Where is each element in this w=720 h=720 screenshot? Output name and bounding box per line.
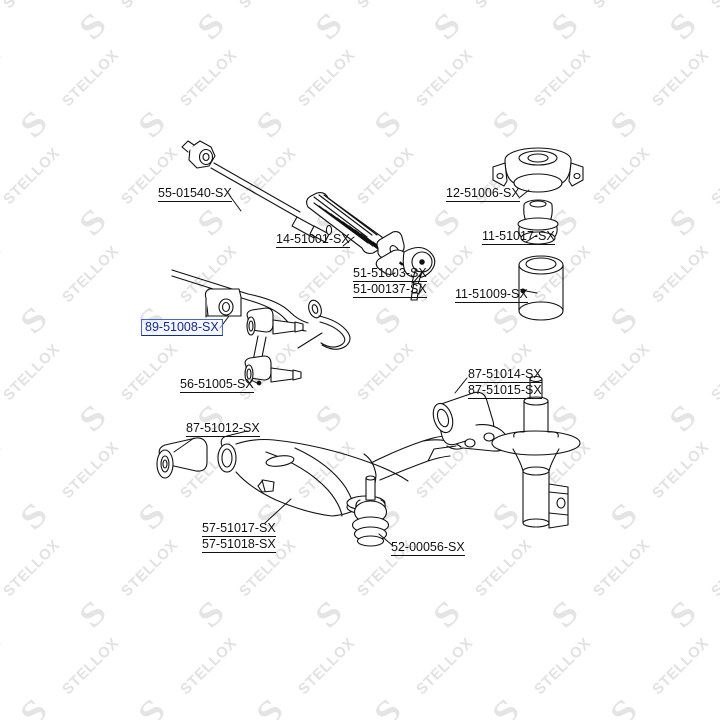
strut-assembly-drawing xyxy=(491,375,581,529)
label-steering-rack-boot[interactable]: 14-51001-SX xyxy=(276,232,350,248)
label-outer-tie-rod-end[interactable]: 51-51003-SX xyxy=(353,266,427,282)
label-group-control-arm: 57-51017-SX 57-51018-SX xyxy=(202,521,276,553)
outer-tie-rod-end-drawing xyxy=(375,246,436,301)
stabilizer-bushing-drawing xyxy=(204,288,242,318)
inner-tie-rod-drawing xyxy=(181,140,333,243)
strut-mount-drawing xyxy=(492,147,584,193)
label-bump-stop[interactable]: 11-51017-SX xyxy=(482,229,555,245)
label-group-outer-tie-rod: 51-51003-SX 51-00137-SX xyxy=(353,266,427,298)
leader-lines xyxy=(173,189,538,546)
label-outer-tie-rod-end-alt[interactable]: 51-00137-SX xyxy=(353,282,427,298)
shock-dust-cover-drawing xyxy=(518,255,564,321)
label-rear-bushing-alt[interactable]: 87-51015-SX xyxy=(468,383,542,399)
ball-joint-drawing xyxy=(351,475,390,547)
steering-rack-boot-drawing xyxy=(305,192,412,271)
label-stabilizer-link[interactable]: 56-51005-SX xyxy=(180,377,254,393)
label-control-arm-left[interactable]: 57-51017-SX xyxy=(202,521,276,537)
stabilizer-link-drawing xyxy=(244,307,304,386)
label-inner-tie-rod[interactable]: 55-01540-SX xyxy=(158,186,232,202)
label-group-rear-bushing: 87-51014-SX 87-51015-SX xyxy=(468,367,542,399)
label-ball-joint[interactable]: 52-00056-SX xyxy=(391,540,465,556)
label-control-arm-right[interactable]: 57-51018-SX xyxy=(202,537,276,553)
control-arm-bushing-front-drawing xyxy=(156,437,208,479)
label-strut-mount[interactable]: 12-51006-SX xyxy=(446,186,520,202)
label-shock-dust-cover[interactable]: 11-51009-SX xyxy=(455,287,528,303)
label-control-arm-bushing-front[interactable]: 87-51012-SX xyxy=(186,421,260,437)
label-rear-bushing[interactable]: 87-51014-SX xyxy=(468,367,542,383)
bump-stop-drawing xyxy=(517,199,559,245)
label-stabilizer-bushing-highlighted[interactable]: 89-51008-SX xyxy=(141,319,223,336)
